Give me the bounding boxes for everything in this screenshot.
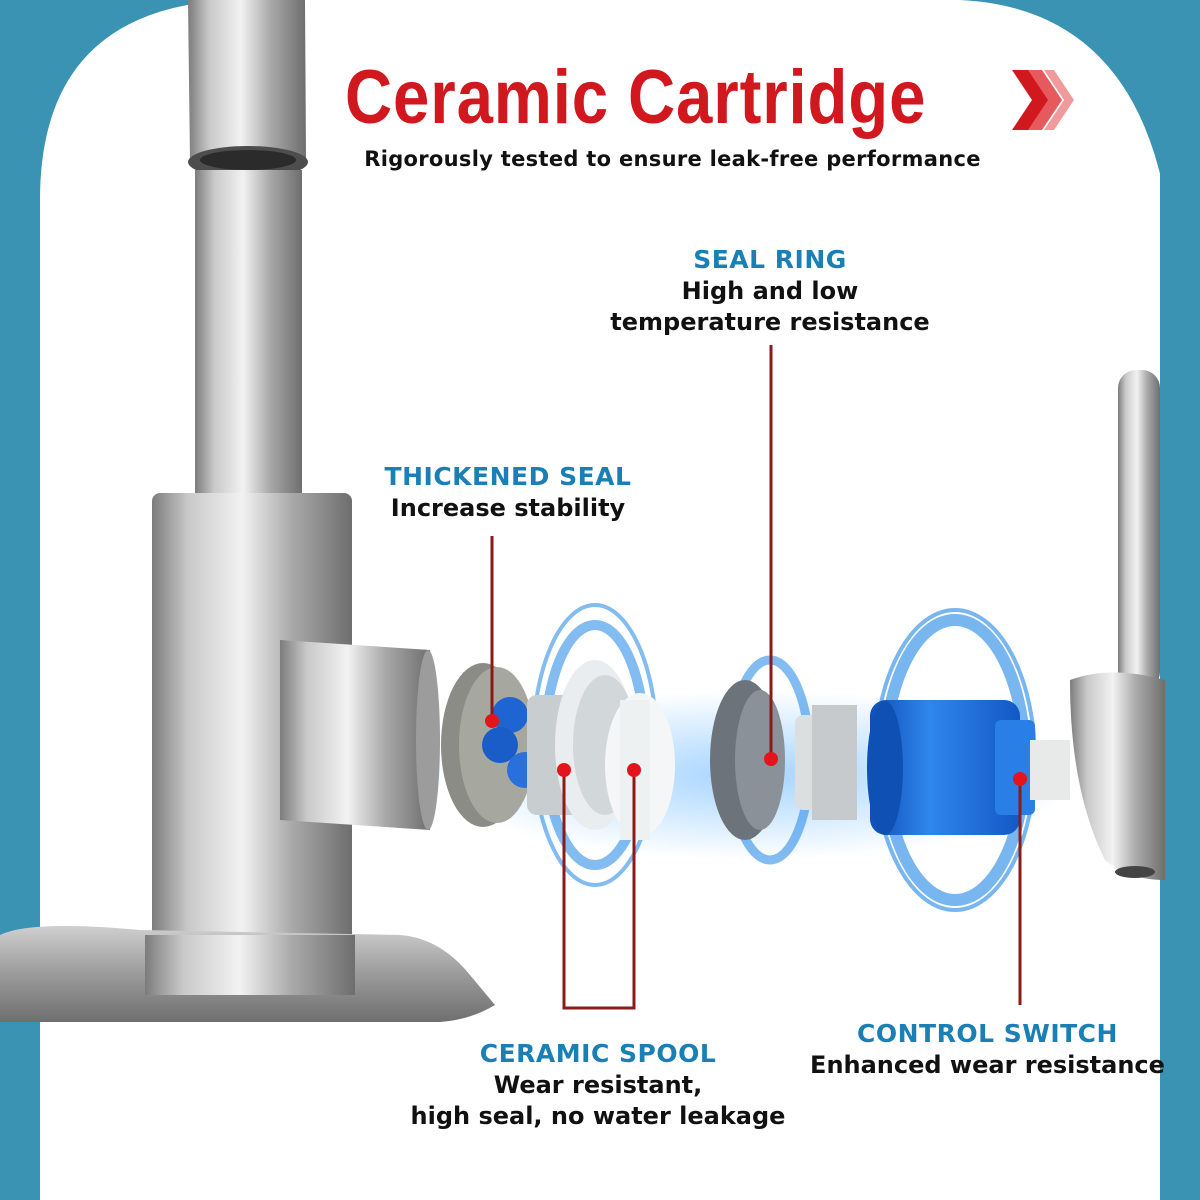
- panel-corner-shape: [40, 0, 230, 200]
- ceramic-spool-part: [527, 660, 675, 840]
- seal-ring-line2: temperature resistance: [610, 308, 930, 336]
- faucet-spout: [188, 0, 308, 510]
- seal-ring-heading: SEAL RING: [693, 245, 847, 274]
- control-switch-line1: Enhanced wear resistance: [810, 1051, 1165, 1079]
- control-switch-callout: CONTROL SWITCH Enhanced wear resistance: [800, 1018, 1175, 1081]
- page-subtitle: Rigorously tested to ensure leak-free pe…: [364, 147, 981, 171]
- thickened-seal-callout: THICKENED SEAL Increase stability: [358, 461, 658, 524]
- ceramic-spool-line2: high seal, no water leakage: [410, 1102, 786, 1130]
- seal-ring-line1: High and low: [681, 277, 859, 305]
- seal-ring-part: [710, 680, 857, 840]
- faucet-handle: [1070, 370, 1165, 880]
- control-switch-part: [867, 700, 1070, 835]
- panel-corner-shape-right: [960, 0, 1200, 300]
- page-title: Ceramic Cartridge: [345, 55, 927, 140]
- marker-dots: [485, 714, 1027, 786]
- ceramic-spool-line1: Wear resistant,: [493, 1071, 703, 1099]
- ceramic-spool-heading: CERAMIC SPOOL: [479, 1039, 717, 1068]
- seal-ring-callout: SEAL RING High and low temperature resis…: [560, 244, 980, 338]
- ceramic-spool-callout: CERAMIC SPOOL Wear resistant, high seal,…: [398, 1038, 798, 1132]
- chevron-arrows-icon: [1012, 70, 1074, 130]
- leader-lines: [490, 345, 1022, 1010]
- thickened-seal-line1: Increase stability: [390, 494, 626, 522]
- control-switch-heading: CONTROL SWITCH: [857, 1019, 1118, 1048]
- thickened-seal-heading: THICKENED SEAL: [384, 462, 632, 491]
- faucet-body: [0, 493, 495, 1022]
